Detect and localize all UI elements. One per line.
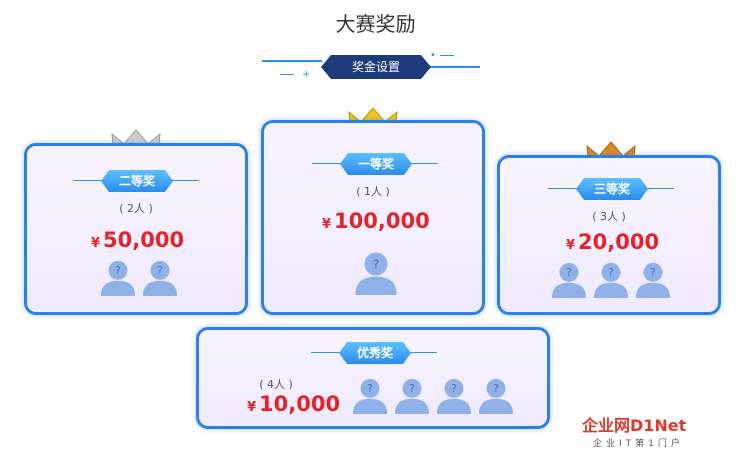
placeholder-glyph: ? — [409, 383, 415, 395]
first-prize-ribbon: 一等奖 — [340, 153, 412, 175]
placeholder-glyph: ? — [608, 267, 614, 279]
excellence-prize-amount-value: 10,000 — [259, 392, 341, 416]
ribbon-line-right — [408, 163, 438, 164]
first-prize-amount: ¥100,000 — [322, 209, 430, 233]
placeholder-glyph: ? — [566, 267, 572, 279]
placeholder-glyph: ? — [115, 265, 121, 277]
second-prize-label: 二等奖 — [118, 174, 155, 188]
currency-symbol: ¥ — [247, 400, 257, 415]
excellence-prize-label: 优秀奖 — [356, 346, 393, 360]
page-title: 大赛奖励 — [335, 12, 416, 36]
ribbon-line-right — [169, 180, 199, 181]
section-pill — [321, 55, 431, 79]
excellence-prize-card: 优秀奖 ( 4人 ) ¥10,000 ???? — [196, 327, 550, 429]
section-deco-left — [262, 60, 322, 62]
second-prize-count: ( 2人 ) — [119, 202, 153, 215]
ribbon-line-left — [548, 188, 578, 189]
first-prize-count: ( 1人 ) — [356, 185, 390, 198]
second-prize-amount-value: 50,000 — [103, 228, 185, 252]
watermark-tagline: 企业IT第1门户 — [593, 439, 684, 449]
winner-placeholder-icon: ? — [394, 378, 430, 414]
section-header: 奖金设置 — [321, 55, 431, 79]
second-prize-card: 二等奖 ( 2人 ) ¥50,000 ?? — [24, 143, 248, 315]
placeholder-glyph: ? — [367, 383, 373, 395]
currency-symbol: ¥ — [566, 238, 576, 253]
watermark-brand: 企业网D1Net — [582, 416, 687, 435]
placeholder-glyph: ? — [451, 383, 457, 395]
section-deco-dash-right — [440, 55, 454, 56]
currency-symbol: ¥ — [91, 236, 101, 251]
winner-placeholder-icon: ? — [142, 260, 178, 296]
first-prize-card: 一等奖 ( 1人 ) ¥100,000 ? — [261, 120, 485, 315]
section-label: 奖金设置 — [351, 60, 400, 74]
section-deco-right — [430, 66, 480, 68]
placeholder-glyph: ? — [373, 257, 380, 272]
placeholder-glyph: ? — [157, 265, 163, 277]
ribbon-line-right — [644, 188, 674, 189]
excellence-prize-count: ( 4人 ) — [259, 378, 293, 391]
winner-placeholder-icon: ? — [478, 378, 514, 414]
section-deco-plus: + — [302, 69, 311, 80]
third-prize-card: 三等奖 ( 3人 ) ¥20,000 ??? — [497, 155, 721, 315]
excellence-prize-ribbon: 优秀奖 — [339, 342, 411, 364]
ribbon-line-left — [73, 180, 103, 181]
section-deco-dash — [280, 74, 294, 75]
currency-symbol: ¥ — [322, 217, 332, 232]
ribbon-line-right — [407, 352, 437, 353]
third-prize-amount: ¥20,000 — [566, 230, 659, 254]
winner-placeholder-icon: ? — [593, 262, 629, 298]
third-prize-ribbon: 三等奖 — [576, 178, 648, 200]
excellence-prize-amount: ¥10,000 — [247, 392, 340, 416]
ribbon-line-left — [311, 352, 341, 353]
second-prize-amount: ¥50,000 — [91, 228, 184, 252]
ribbon-line-left — [312, 163, 342, 164]
first-prize-label: 一等奖 — [357, 157, 394, 171]
first-prize-amount-value: 100,000 — [334, 209, 430, 233]
third-prize-amount-value: 20,000 — [578, 230, 660, 254]
winner-placeholder-icon: ? — [352, 378, 388, 414]
placeholder-glyph: ? — [650, 267, 656, 279]
third-prize-label: 三等奖 — [593, 182, 630, 196]
section-deco-dot: • — [430, 50, 436, 61]
winner-placeholder-icon: ? — [635, 262, 671, 298]
winner-placeholder-icon: ? — [100, 260, 136, 296]
placeholder-glyph: ? — [493, 383, 499, 395]
winner-placeholder-icon: ? — [551, 262, 587, 298]
winner-placeholder-icon: ? — [436, 378, 472, 414]
second-prize-ribbon: 二等奖 — [101, 170, 173, 192]
winner-placeholder-icon: ? — [355, 252, 397, 295]
third-prize-count: ( 3人 ) — [592, 210, 626, 223]
